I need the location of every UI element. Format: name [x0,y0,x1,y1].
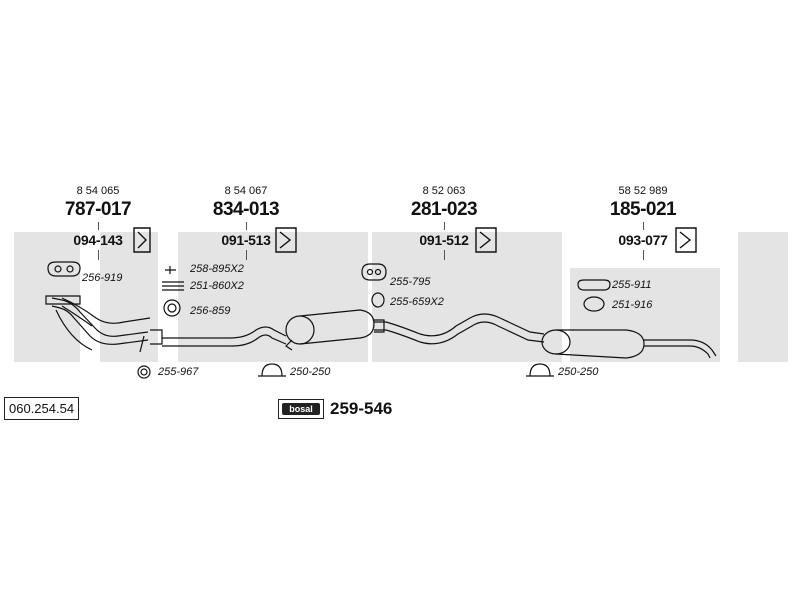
leader-line-1b [98,250,99,260]
accessory-255-967[interactable]: 255-967 [158,366,199,378]
leader-line-2b [246,250,247,260]
part-number-2[interactable]: 834-013 [212,199,280,220]
leader-line-3b [444,250,445,260]
accessory-250-250-right[interactable]: 250-250 [558,366,599,378]
front-pipe-drawing [45,295,163,353]
reference-number: 060.254.54 [9,401,75,416]
accessory-258-895[interactable]: 258-895X2 [190,263,244,275]
mount-number-1[interactable]: 094-143 [73,232,123,248]
accessory-250-250-left[interactable]: 250-250 [290,366,331,378]
intermediate-pipe-drawing [162,326,287,347]
leader-line-4 [643,222,644,230]
accessory-251-916[interactable]: 251-916 [612,299,653,311]
series-number: 259-546 [330,399,393,418]
accessory-icons [47,261,611,379]
accessory-255-795[interactable]: 255-795 [390,276,431,288]
oe-number-3: 8 52 063 [422,185,466,197]
part-number-3[interactable]: 281-023 [410,199,478,220]
leader-line-3 [444,222,445,230]
accessory-256-859[interactable]: 256-859 [190,305,231,317]
bosal-logo-text: bosal [282,403,320,415]
middle-pipe-drawing [374,313,545,345]
leader-line-1 [98,222,99,230]
oe-number-1: 8 54 065 [76,185,120,197]
accessory-251-860[interactable]: 251-860X2 [190,280,244,292]
mount-number-2[interactable]: 091-513 [221,232,271,248]
bosal-logo: bosal [278,399,324,419]
mount-number-4[interactable]: 093-077 [618,232,668,248]
reference-number-box: 060.254.54 [4,397,80,420]
leader-line-4b [643,250,644,260]
mount-icons [133,227,697,253]
mount-number-3[interactable]: 091-512 [419,232,469,248]
part-number-1[interactable]: 787-017 [64,199,132,220]
rear-silencer-drawing [541,329,717,359]
accessory-256-919[interactable]: 256-919 [82,272,123,284]
accessory-255-659[interactable]: 255-659X2 [390,296,444,308]
part-number-4[interactable]: 185-021 [609,199,677,220]
accessory-255-911[interactable]: 255-911 [612,279,652,291]
oe-number-4: 58 52 989 [618,185,668,197]
leader-line-2 [246,222,247,230]
front-silencer-drawing [285,309,375,351]
oe-number-2: 8 54 067 [224,185,268,197]
